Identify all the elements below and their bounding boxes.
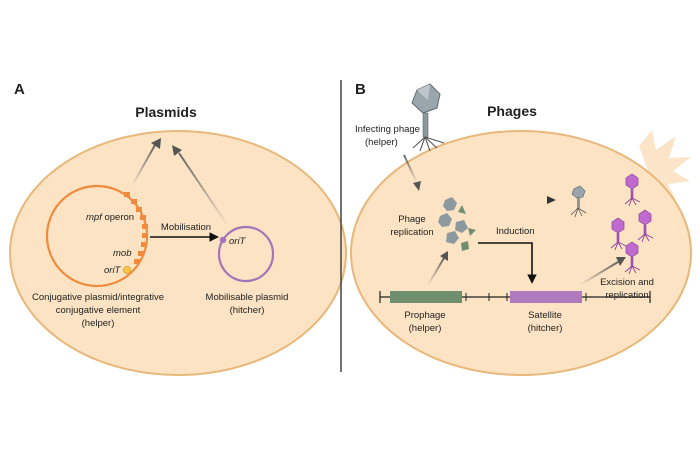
prophage-replication-arrow	[427, 257, 445, 286]
excision-arrow	[579, 261, 619, 286]
gene-block	[124, 192, 130, 197]
satellite-phage-icon	[610, 217, 627, 251]
satellite-label-line1: Satellite	[528, 310, 562, 321]
satellite-phage-icon	[624, 241, 641, 275]
capsid-part	[446, 231, 459, 244]
helper-caption-line1: Conjugative plasmid/integrative	[32, 292, 164, 303]
helper-caption: Conjugative plasmid/integrative conjugat…	[32, 292, 164, 329]
infecting-phage-label-line1: Infecting phage	[355, 124, 420, 135]
prophage-replication-arrowhead	[440, 251, 448, 261]
panel-a-title: Plasmids	[135, 104, 197, 120]
hitcher-caption-line1: Mobilisable plasmid	[206, 292, 289, 303]
released-phage-icon	[570, 185, 587, 218]
tail-part	[461, 241, 469, 251]
satellite-label-line2: (hitcher)	[528, 323, 563, 334]
excision-label-line2: replication	[605, 290, 648, 301]
hitcher-orit-marker	[219, 236, 227, 244]
conjugation-arrowhead-helper	[151, 138, 161, 149]
mob-label: mob	[113, 248, 131, 259]
conjugation-arrow-hitcher	[178, 152, 229, 227]
released-phage-fibers	[570, 207, 587, 218]
induction-label: Induction	[496, 226, 535, 237]
phage-tail-fibers	[412, 136, 445, 152]
chromosome-track	[379, 291, 651, 303]
gene-block	[141, 242, 147, 247]
hitcher-caption: Mobilisable plasmid (hitcher)	[206, 292, 289, 316]
replication-label-line2: replication	[390, 227, 433, 238]
excision-label-line1: Excision and	[600, 277, 654, 288]
satellite-block	[510, 291, 582, 303]
cell-a	[9, 130, 347, 376]
satellite-fibers	[637, 233, 654, 243]
tail-part	[458, 205, 466, 214]
satellite-fibers	[610, 241, 627, 251]
lysis-burst	[639, 130, 691, 200]
gene-block	[131, 199, 137, 204]
satellite-phage-icon	[637, 209, 654, 243]
satellite-tail	[643, 225, 647, 234]
gene-block	[138, 251, 144, 256]
release-arrowhead	[547, 196, 556, 204]
helper-plasmid	[45, 184, 149, 288]
phage-tail	[422, 112, 429, 138]
capsid-part	[438, 213, 452, 227]
replication-label-line1: Phage	[398, 214, 425, 225]
prophage-label-line1: Prophage	[404, 310, 445, 321]
prophage-label-line2: (helper)	[409, 323, 442, 334]
orit-marker	[123, 265, 132, 274]
hitcher-plasmid-ring	[217, 225, 275, 283]
phage-parts-cluster	[438, 197, 476, 251]
conjugation-arrowhead-hitcher	[172, 145, 182, 156]
tail-part	[468, 228, 476, 236]
infecting-phage-icon	[411, 83, 445, 152]
induction-arrow	[478, 242, 537, 284]
gene-block	[142, 233, 148, 238]
mpf-operon-genes	[124, 192, 148, 264]
hitcher-orit-label: oriT	[229, 236, 247, 247]
satellite-fibers	[624, 197, 641, 207]
helper-caption-line2: conjugative element	[56, 305, 141, 316]
helper-caption-line3: (helper)	[82, 318, 115, 329]
prophage-block	[390, 291, 462, 303]
satellite-capsid	[638, 209, 652, 226]
satellite-capsid	[625, 241, 639, 258]
excision-arrowhead	[616, 257, 626, 266]
cell-b	[350, 130, 692, 376]
satellite-phage-icon	[624, 173, 641, 207]
infection-arrow	[403, 154, 418, 184]
satellite-tail	[630, 257, 634, 266]
panel-b-letter: B	[355, 81, 366, 98]
gene-block	[142, 224, 148, 229]
satellite-fibers	[624, 265, 641, 275]
panel-a-letter: A	[14, 81, 25, 98]
released-phage-capsid	[571, 185, 586, 199]
gene-block	[140, 215, 146, 220]
capsid-part	[455, 220, 468, 233]
capsid-part	[443, 197, 457, 211]
satellite-tail	[630, 189, 634, 198]
satellite-capsid	[611, 217, 625, 234]
gene-block	[134, 259, 140, 264]
mobilisation-label: Mobilisation	[161, 222, 211, 233]
panel-b-title: Phages	[487, 103, 537, 119]
conjugation-arrow-helper	[131, 144, 156, 187]
gene-block	[136, 207, 142, 212]
infecting-phage-label-line2: (helper)	[365, 137, 398, 148]
hitcher-caption-line2: (hitcher)	[230, 305, 265, 316]
infection-arrowhead	[413, 181, 421, 191]
satellite-capsid	[625, 173, 639, 190]
phage-capsid-highlight	[417, 84, 430, 100]
orit-label: oriT	[104, 265, 122, 276]
released-phage-tail	[577, 198, 580, 208]
mpf-operon-label: mpf operon	[86, 212, 134, 223]
satellite-tail	[616, 233, 620, 242]
